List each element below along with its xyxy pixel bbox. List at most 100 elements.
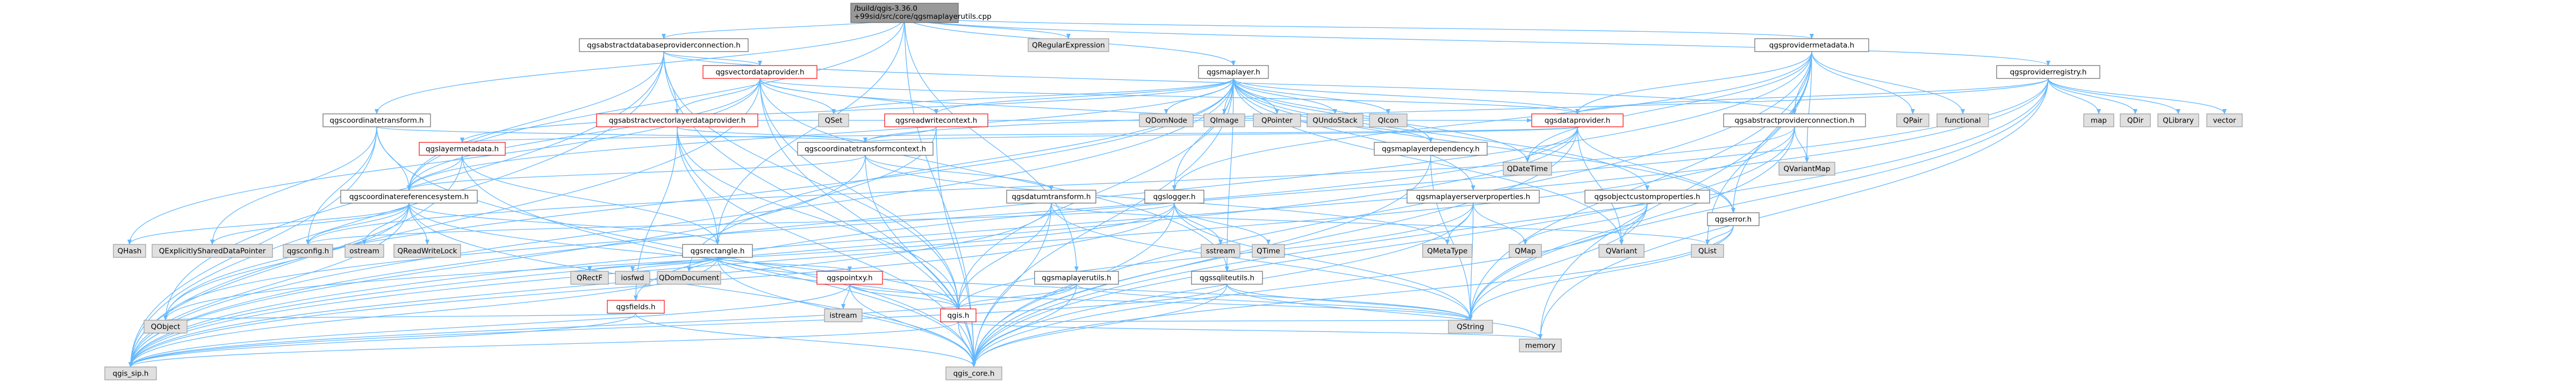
edge-adbpc-to-qobject: [163, 51, 664, 321]
node-laydep[interactable]: qgsmaplayerdependency.h: [1374, 142, 1488, 156]
node-sqlutils[interactable]: qgssqliteutils.h: [1191, 271, 1263, 285]
edge-laymeta-to-crs: [407, 155, 463, 191]
edge-crs-to-qgsconfig: [306, 203, 410, 245]
edge-pointxy-to-istream: [841, 284, 850, 309]
node-qgish[interactable]: qgis.h: [940, 308, 977, 322]
edge-adbpc-to-vdp: [663, 51, 762, 66]
node-label: QVariantMap: [1784, 165, 1831, 174]
edge-provreg-to-xformctx: [863, 78, 2049, 143]
node-label: QReadWriteLock: [398, 247, 457, 256]
edge-qgish-to-qgissip: [128, 321, 959, 367]
edge-provreg-to-qdir: [2048, 78, 2137, 114]
node-label: qgis_sip.h: [113, 370, 149, 378]
node-qmetatype: QMetaType: [1422, 244, 1473, 258]
node-maplayer[interactable]: qgsmaplayer.h: [1198, 65, 1269, 79]
edge-provmeta-to-logger: [1172, 51, 1812, 191]
edge-sqlutils-to-memory: [1226, 284, 1542, 340]
node-map: map: [2083, 113, 2114, 127]
node-label: QSet: [825, 117, 843, 125]
node-label: QLibrary: [2163, 117, 2194, 125]
node-pointxy[interactable]: qgspointxy.h: [816, 271, 883, 285]
edge-maplayer-to-objcustom: [1233, 78, 1649, 191]
node-xformctx[interactable]: qgscoordinatetransformcontext.h: [797, 142, 934, 156]
node-label: QExplicitlySharedDataPointer: [159, 247, 266, 256]
edge-vdp-to-dataprov: [759, 78, 1580, 114]
node-mlutils[interactable]: qgsmaplayerutils.h: [1034, 271, 1119, 285]
node-qrectf: QRectF: [570, 271, 609, 285]
node-provmeta[interactable]: qgsprovidermetadata.h: [1754, 38, 1869, 52]
node-qgissip: qgis_sip.h: [104, 366, 157, 380]
edge-vdp-to-avldp: [675, 78, 760, 114]
node-label: qgsconfig.h: [287, 247, 329, 256]
node-qgserror[interactable]: qgserror.h: [1707, 212, 1760, 226]
edge-laydep-to-qgiscore: [972, 155, 1431, 367]
edge-provreg-to-qlibrary: [2048, 78, 2180, 114]
node-abspc[interactable]: qgsabstractproviderconnection.h: [1723, 113, 1866, 127]
node-qdomdoc: QDomDocument: [657, 271, 721, 285]
node-label: qgsrectangle.h: [691, 247, 745, 256]
node-qregexp: QRegularExpression: [1028, 38, 1109, 52]
node-laymeta[interactable]: qgslayermetadata.h: [419, 142, 506, 156]
edge-maplayer-to-qundostack: [1233, 78, 1337, 114]
node-label: QVariant: [1606, 247, 1638, 256]
edge-logger-to-qtime: [1174, 203, 1271, 245]
edge-fields-to-qgissip: [128, 313, 636, 367]
edge-abspc-to-qgissip: [128, 126, 1795, 367]
node-coordxform[interactable]: qgscoordinatetransform.h: [322, 113, 431, 127]
edge-dataprov-to-qvariant: [1577, 126, 1624, 245]
edge-dataprov-to-laymeta: [461, 126, 1578, 143]
node-label: QDateTime: [1507, 165, 1548, 174]
node-qlist: QList: [1691, 244, 1724, 258]
edge-crs-to-qhash: [127, 203, 410, 245]
node-vdp[interactable]: qgsvectordataprovider.h: [702, 65, 817, 79]
node-qrwlock: QReadWriteLock: [393, 244, 461, 258]
node-provreg[interactable]: qgsproviderregistry.h: [1996, 65, 2100, 79]
node-label: QDomDocument: [659, 274, 719, 283]
edge-provreg-to-qgissip: [128, 78, 2049, 367]
node-label: qgsmaplayer.h: [1207, 68, 1260, 77]
node-label: QPointer: [1261, 117, 1293, 125]
node-label: qgssqliteutils.h: [1200, 274, 1254, 283]
node-readerctx[interactable]: qgsreadwritecontext.h: [884, 113, 988, 127]
node-label: qgsmaplayerutils.h: [1042, 274, 1111, 283]
node-srvprops[interactable]: qgsmaplayerserverproperties.h: [1407, 190, 1540, 204]
node-objcustom[interactable]: qgsobjectcustomproperties.h: [1584, 190, 1710, 204]
node-adbpc[interactable]: qgsabstractdatabaseproviderconnection.h: [579, 38, 749, 52]
node-qesdp: QExplicitlySharedDataPointer: [152, 244, 273, 258]
node-qpair: QPair: [1896, 113, 1929, 127]
edge-rect-to-qdomdoc: [687, 257, 718, 272]
node-label: qgsdataprovider.h: [1545, 117, 1610, 125]
node-avldp[interactable]: qgsabstractvectorlayerdataprovider.h: [596, 113, 758, 127]
node-qgsconfig: qgsconfig.h: [283, 244, 333, 258]
node-rect[interactable]: qgsrectangle.h: [682, 244, 753, 258]
edge-root-to-mlutils: [904, 16, 1079, 272]
edge-srvprops-to-qgiscore: [972, 203, 1474, 367]
edge-qgish-to-qstring: [958, 318, 1471, 323]
edge-rect-to-iosfwd: [630, 257, 718, 272]
edge-srvprops-to-qmetatype: [1445, 203, 1474, 245]
node-qvariant: QVariant: [1598, 244, 1645, 258]
edge-mlutils-to-qgish: [956, 284, 1077, 309]
node-dataprov[interactable]: qgsdataprovider.h: [1531, 113, 1624, 127]
node-logger[interactable]: qgslogger.h: [1144, 190, 1204, 204]
node-fields[interactable]: qgsfields.h: [607, 300, 665, 314]
edge-srvprops-to-qmap: [1473, 203, 1527, 245]
node-qvariantmap: QVariantMap: [1778, 162, 1835, 176]
node-datumxf[interactable]: qgsdatumtransform.h: [1006, 190, 1096, 204]
node-label: QDir: [2127, 117, 2144, 125]
edge-rect-to-pointxy: [717, 257, 852, 272]
node-memory: memory: [1519, 338, 1562, 352]
node-label: qgsprovidermetadata.h: [1769, 41, 1854, 50]
node-crs[interactable]: qgscoordinatereferencesystem.h: [340, 190, 478, 204]
node-root[interactable]: /build/qgis-3.36.0+99sid/src/core/qgsmap…: [850, 3, 992, 23]
edge-coordxform-to-qgiscore: [376, 126, 976, 367]
edge-datumxf-to-qstring: [1051, 203, 1473, 321]
node-label: qgserror.h: [1715, 215, 1752, 224]
edge-provreg-to-memory: [1538, 78, 2049, 340]
node-functional: functional: [1936, 113, 1989, 127]
node-label: qgsfields.h: [616, 303, 655, 312]
node-qlibrary: QLibrary: [2157, 113, 2199, 127]
node-label: qgsmaplayerdependency.h: [1382, 145, 1480, 154]
edge-crs-to-rect: [408, 203, 720, 245]
